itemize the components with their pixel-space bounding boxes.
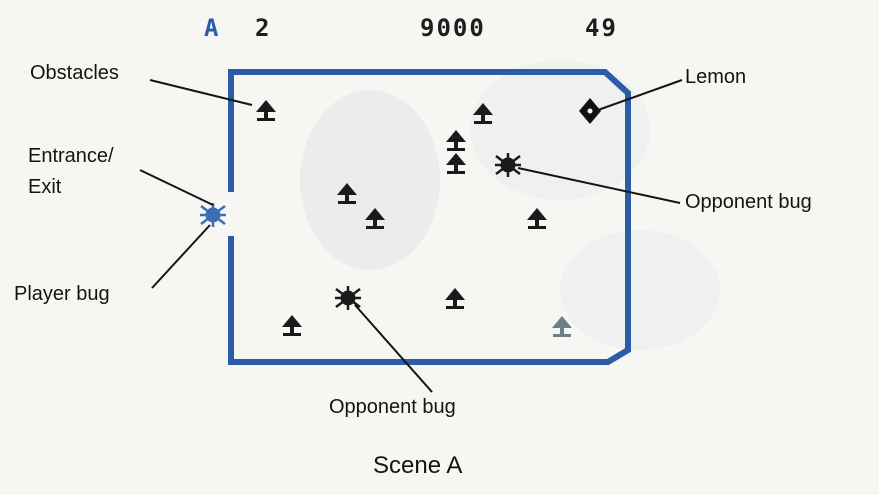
timer-display: 49: [585, 14, 618, 42]
entrance-leader-line: [139, 169, 214, 206]
mushroom-icon: [282, 315, 302, 336]
opponent-bug-bottom-label: Opponent bug: [329, 396, 456, 418]
obstacles-label: Obstacles: [30, 62, 119, 84]
level-counter: 2: [255, 14, 272, 42]
mushroom-icon: [337, 183, 357, 204]
mushroom-icon: [446, 130, 466, 151]
mushroom-icon: [552, 316, 572, 337]
player-indicator: A: [204, 14, 221, 42]
score-display: 9000: [420, 14, 486, 42]
mushroom-icon: [473, 103, 493, 124]
opponent-bug-icon: [493, 151, 523, 179]
background-smudge: [300, 90, 440, 270]
opponent-bug-bottom-leader-line: [354, 304, 433, 393]
mushroom-icon: [445, 288, 465, 309]
playfield-border: [228, 69, 631, 365]
opponent-bug-right-label: Opponent bug: [685, 191, 812, 213]
mushroom-icon: [256, 100, 276, 121]
entrance-label-line1: Entrance/: [28, 145, 114, 167]
callout-lines: [139, 79, 683, 393]
entrance-label-line2: Exit: [28, 176, 62, 198]
mushroom-icon: [527, 208, 547, 229]
lemon-label: Lemon: [685, 66, 747, 88]
lemon-highlight: [587, 108, 593, 114]
obstacles-group: [256, 100, 572, 337]
mushroom-icon: [446, 153, 466, 174]
mushroom-icon: [365, 208, 385, 229]
player-bug-label: Player bug: [14, 283, 110, 305]
scene-caption: Scene A: [373, 452, 463, 479]
lemon-leader-line: [597, 79, 683, 111]
player-bug-icon: [198, 201, 228, 229]
obstacles-leader-line: [149, 79, 253, 106]
background-smudge: [560, 230, 720, 350]
player-bug-leader-line: [151, 224, 211, 289]
opponent-bug-right-leader-line: [517, 167, 681, 204]
